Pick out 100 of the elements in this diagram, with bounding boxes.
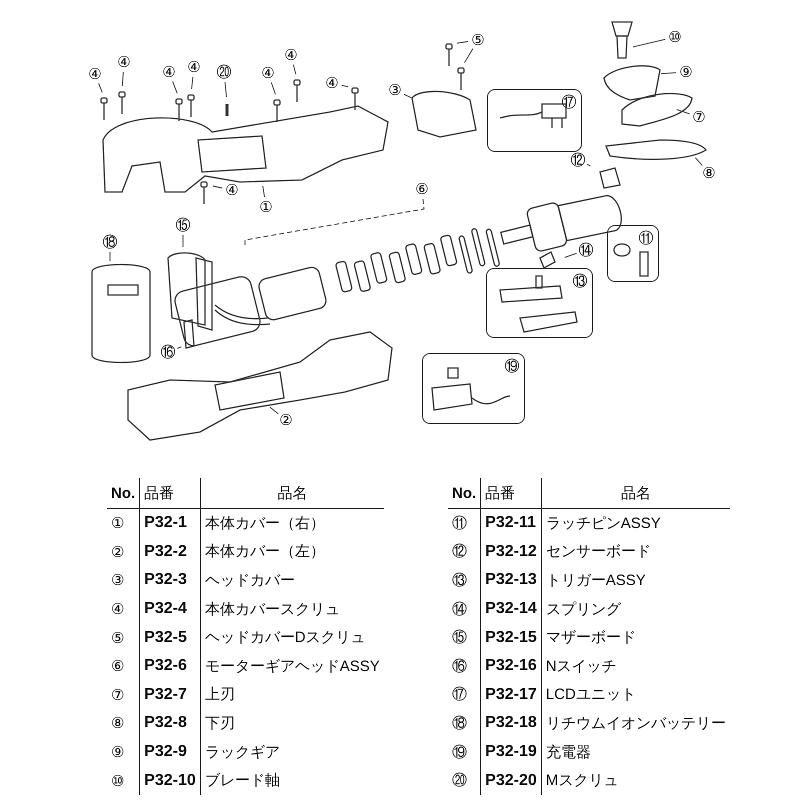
part-name: 本体カバー（左） — [200, 538, 384, 566]
callout-number: ③ — [386, 81, 404, 99]
callout-number: ⑲ — [504, 357, 520, 375]
callout-number: ⑱ — [101, 233, 119, 251]
callout-number: ⑩ — [666, 28, 684, 46]
part-name: ラックギア — [200, 738, 384, 766]
callout-number: ⑭ — [577, 241, 595, 259]
leader-line — [564, 252, 578, 258]
callout-number: ⑦ — [690, 108, 708, 126]
leader-line — [122, 72, 124, 86]
leader-line — [292, 64, 296, 75]
part-number: P32-10 — [140, 766, 200, 795]
callout-number: ⑩ — [107, 766, 140, 795]
part-number: P32-18 — [480, 709, 542, 738]
leader-line — [172, 80, 178, 94]
part-name: 本体カバー（右） — [200, 508, 384, 538]
inset-panel — [487, 89, 582, 152]
callout-number: ④ — [282, 46, 300, 64]
callout-number: ⑯ — [159, 343, 177, 361]
leader-line — [224, 82, 227, 98]
part-name: センサーボード — [541, 538, 730, 566]
callout-number: ⑪ — [638, 229, 654, 247]
callout-number: ⑨ — [677, 63, 695, 81]
leader-line — [676, 109, 690, 114]
leader-line — [456, 41, 469, 44]
part-number: P32-11 — [480, 508, 542, 538]
callout-number: ④ — [86, 65, 104, 83]
part-number: P32-5 — [140, 623, 200, 652]
column-header: 品名 — [200, 478, 384, 508]
column-header: 品番 — [140, 478, 200, 508]
part-number: P32-16 — [480, 652, 542, 681]
part-name: ラッチピンASSY — [541, 508, 730, 538]
callout-number: ⑯ — [448, 652, 481, 681]
leader-line — [269, 406, 279, 414]
callout-number: ② — [277, 411, 295, 429]
part-name: リチウムイオンバッテリー — [541, 709, 730, 738]
part-name: モーターギアヘッドASSY — [200, 652, 384, 681]
leader-line — [586, 164, 591, 166]
part-number: P32-3 — [140, 566, 200, 595]
callout-number: ⑧ — [700, 164, 718, 182]
part-name: ヘッドカバーDスクリュ — [200, 623, 384, 652]
leader-line — [182, 234, 184, 248]
callout-number: ⑳ — [448, 766, 481, 795]
part-name: 下刃 — [200, 709, 384, 738]
part-number: P32-1 — [140, 508, 200, 538]
part-name: ヘッドカバー — [200, 566, 384, 595]
callout-number: ③ — [107, 566, 140, 595]
part-name: 上刃 — [200, 680, 384, 710]
callout-number: ⑲ — [448, 738, 481, 766]
callout-number: ⑨ — [107, 738, 140, 766]
inset-panel — [607, 225, 659, 282]
part-number: P32-9 — [140, 738, 200, 766]
column-header: 品番 — [480, 478, 542, 508]
part-number: P32-8 — [140, 709, 200, 738]
callout-number: ⑪ — [448, 508, 481, 538]
callout-number: ⑮ — [174, 216, 192, 234]
leader-line — [404, 94, 412, 98]
leader-line — [98, 82, 103, 93]
part-number: P32-20 — [480, 766, 542, 795]
part-name: トリガーASSY — [541, 566, 730, 595]
callout-number: ⑤ — [107, 623, 140, 652]
callout-number: ⑥ — [413, 180, 431, 198]
callout-number: ⑭ — [448, 594, 481, 624]
part-name: マザーボード — [541, 623, 730, 652]
part-number: P32-4 — [140, 594, 200, 624]
callout-number: ⑦ — [107, 680, 140, 710]
column-header: No. — [448, 478, 481, 508]
part-number: P32-13 — [480, 566, 542, 595]
leader-line — [176, 346, 182, 349]
inset-panel — [422, 353, 525, 424]
part-number: P32-19 — [480, 738, 542, 766]
callout-number: ④ — [185, 58, 203, 76]
callout-number: ⑬ — [572, 272, 588, 290]
part-name: 本体カバースクリュ — [200, 594, 384, 624]
callout-number: ④ — [223, 181, 241, 199]
part-name: 充電器 — [541, 738, 730, 766]
part-number: P32-12 — [480, 538, 542, 566]
part-number: P32-6 — [140, 652, 200, 681]
callout-number: ① — [257, 198, 275, 216]
callout-number: ① — [107, 508, 140, 538]
callout-number: ⑧ — [107, 709, 140, 738]
callout-number: ⑫ — [569, 151, 587, 169]
leader-line — [191, 76, 194, 90]
part-name: LCDユニット — [541, 680, 730, 710]
inset-panel — [486, 268, 593, 338]
part-number: P32-7 — [140, 680, 200, 710]
callout-number: ⑱ — [448, 709, 481, 738]
leader-line — [464, 48, 474, 64]
callout-number: ⑳ — [215, 63, 233, 81]
leader-line — [694, 157, 703, 166]
leader-line — [244, 198, 424, 246]
callout-number: ④ — [160, 63, 178, 81]
part-number: P32-2 — [140, 538, 200, 566]
part-number: P32-15 — [480, 623, 542, 652]
column-header: 品名 — [541, 478, 730, 508]
callout-number: ⑬ — [448, 566, 481, 595]
callout-number: ⑰ — [560, 93, 578, 111]
leader-line — [660, 72, 676, 74]
leader-line — [262, 185, 265, 198]
callout-number: ⑫ — [448, 538, 481, 566]
